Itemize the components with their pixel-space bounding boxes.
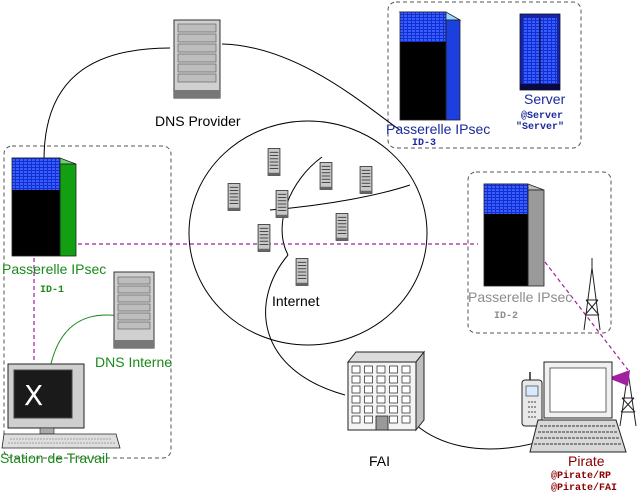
server-icon bbox=[519, 13, 561, 91]
building-window bbox=[401, 395, 411, 404]
building-window bbox=[376, 385, 386, 394]
building-window bbox=[351, 385, 361, 394]
building-window bbox=[401, 365, 411, 374]
fai-door bbox=[375, 415, 389, 431]
internet-server-icon bbox=[295, 258, 309, 286]
server-id-line1: @Server bbox=[521, 110, 563, 122]
remote-network-box bbox=[467, 171, 612, 334]
workstation-label: Station de Travail bbox=[0, 450, 108, 466]
building-window bbox=[364, 395, 373, 404]
dns-provider-label: DNS Provider bbox=[155, 113, 241, 129]
building-window bbox=[389, 365, 398, 374]
internet-server-icon bbox=[335, 213, 349, 241]
building-window bbox=[401, 405, 411, 414]
gateway-2-label: Passerelle IPsec bbox=[468, 289, 572, 305]
internet-server-icon bbox=[267, 148, 281, 176]
building-window bbox=[364, 365, 373, 374]
laptop-icon bbox=[529, 361, 627, 453]
server-label: Server bbox=[524, 91, 566, 107]
building-window bbox=[364, 405, 373, 414]
building-window bbox=[376, 365, 386, 374]
x-window-icon: X bbox=[24, 379, 43, 412]
building-window bbox=[376, 405, 386, 414]
building-window bbox=[389, 375, 398, 384]
building-window bbox=[351, 365, 361, 374]
building-window bbox=[389, 395, 398, 404]
building-window bbox=[351, 405, 361, 414]
antenna-icon bbox=[583, 258, 601, 331]
building-window bbox=[389, 415, 398, 424]
fai-label: FAI bbox=[369, 453, 390, 469]
link-gw2-pirate bbox=[544, 261, 629, 371]
building-window bbox=[389, 385, 398, 394]
gateway-3-id: ID-3 bbox=[412, 138, 436, 149]
internet-server-icon bbox=[359, 166, 373, 194]
pirate-id-rp: @Pirate/RP bbox=[551, 470, 611, 482]
internet-server-icon bbox=[319, 162, 333, 190]
building-window bbox=[364, 385, 373, 394]
building-window bbox=[364, 375, 373, 384]
internet-cross-curve bbox=[269, 184, 411, 211]
building-window bbox=[401, 385, 411, 394]
internet-cloud bbox=[188, 120, 428, 346]
ipsec-gateway-2-icon bbox=[483, 183, 545, 287]
gateway-2-id: ID-2 bbox=[494, 311, 518, 322]
dns-interne-label: DNS Interne bbox=[95, 354, 172, 370]
fai-building-windows bbox=[351, 365, 411, 424]
gateway-1-id: ID-1 bbox=[40, 285, 64, 296]
building-window bbox=[401, 415, 411, 424]
ipsec-gateway-1-icon bbox=[11, 157, 77, 257]
link-dns-provider-gw3 bbox=[221, 43, 401, 131]
internet-server-icon bbox=[227, 183, 241, 211]
signal-icon bbox=[608, 370, 630, 386]
ipsec-gateway-3-icon bbox=[398, 11, 462, 121]
gateway-1-label: Passerelle IPsec bbox=[2, 261, 106, 277]
link-gw1-dns-provider bbox=[43, 47, 171, 161]
building-window bbox=[376, 375, 386, 384]
building-window bbox=[401, 375, 411, 384]
gateway-3-label: Passerelle IPsec bbox=[386, 121, 490, 137]
building-window bbox=[376, 395, 386, 404]
building-window bbox=[351, 395, 361, 404]
server-id-line2: "Server" bbox=[516, 121, 564, 133]
dns-provider-server-icon bbox=[173, 19, 221, 99]
pirate-id-fai: @Pirate/FAI bbox=[551, 482, 617, 492]
pirate-label: Pirate bbox=[568, 453, 605, 469]
server-network-box bbox=[387, 1, 582, 149]
link-dns-interne-workstation bbox=[49, 314, 121, 369]
building-window bbox=[351, 415, 361, 424]
building-window bbox=[389, 405, 398, 414]
workstation-icon: X bbox=[1, 363, 121, 449]
internet-server-icon bbox=[275, 190, 289, 218]
internet-server-icon bbox=[257, 224, 271, 252]
building-window bbox=[351, 375, 361, 384]
link-internet-fai bbox=[265, 254, 346, 396]
building-window bbox=[364, 415, 373, 424]
dns-interne-server-icon bbox=[113, 271, 155, 349]
phone-icon bbox=[521, 372, 543, 427]
local-network-box bbox=[3, 145, 172, 459]
internet-label: Internet bbox=[272, 293, 320, 309]
